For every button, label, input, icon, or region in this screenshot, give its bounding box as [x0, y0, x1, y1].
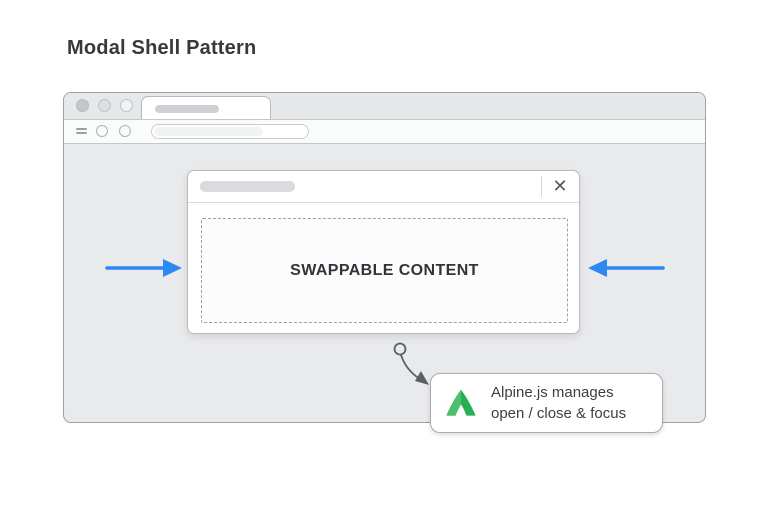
window-minimize-button[interactable] — [98, 99, 111, 112]
swappable-content-slot: SWAPPABLE CONTENT — [201, 218, 568, 323]
callout-line2: open / close & focus — [491, 405, 627, 422]
circle-nav-icon[interactable] — [96, 125, 108, 137]
window-maximize-button[interactable] — [120, 99, 133, 112]
window-close-button[interactable] — [76, 99, 89, 112]
left-arrow-icon — [105, 259, 182, 277]
right-arrow-icon — [588, 259, 665, 277]
swappable-content-label: SWAPPABLE CONTENT — [290, 261, 479, 279]
browser-tab[interactable] — [141, 96, 271, 119]
callout-line1: Alpine.js manages — [491, 384, 614, 401]
modal-dialog: ✕ SWAPPABLE CONTENT — [187, 170, 580, 334]
connector-arrow-icon — [393, 342, 429, 385]
header-divider — [541, 176, 542, 197]
modal-title-placeholder — [200, 181, 295, 192]
circle-nav-icon[interactable] — [119, 125, 131, 137]
modal-header: ✕ — [188, 171, 579, 203]
browser-tab-bar — [64, 93, 705, 120]
browser-toolbar — [64, 120, 705, 144]
modal-close-button[interactable]: ✕ — [546, 173, 574, 199]
tab-title-placeholder — [155, 105, 219, 113]
callout-text: Alpine.js manages open / close & focus — [491, 382, 626, 424]
address-bar[interactable] — [151, 124, 309, 139]
address-placeholder — [154, 127, 264, 136]
menu-icon[interactable] — [76, 128, 87, 134]
alpinejs-logo-icon — [446, 389, 476, 416]
browser-window — [63, 92, 706, 423]
window-controls — [76, 99, 133, 112]
callout-bubble: Alpine.js manages open / close & focus — [430, 373, 663, 433]
page-title: Modal Shell Pattern — [67, 37, 257, 59]
